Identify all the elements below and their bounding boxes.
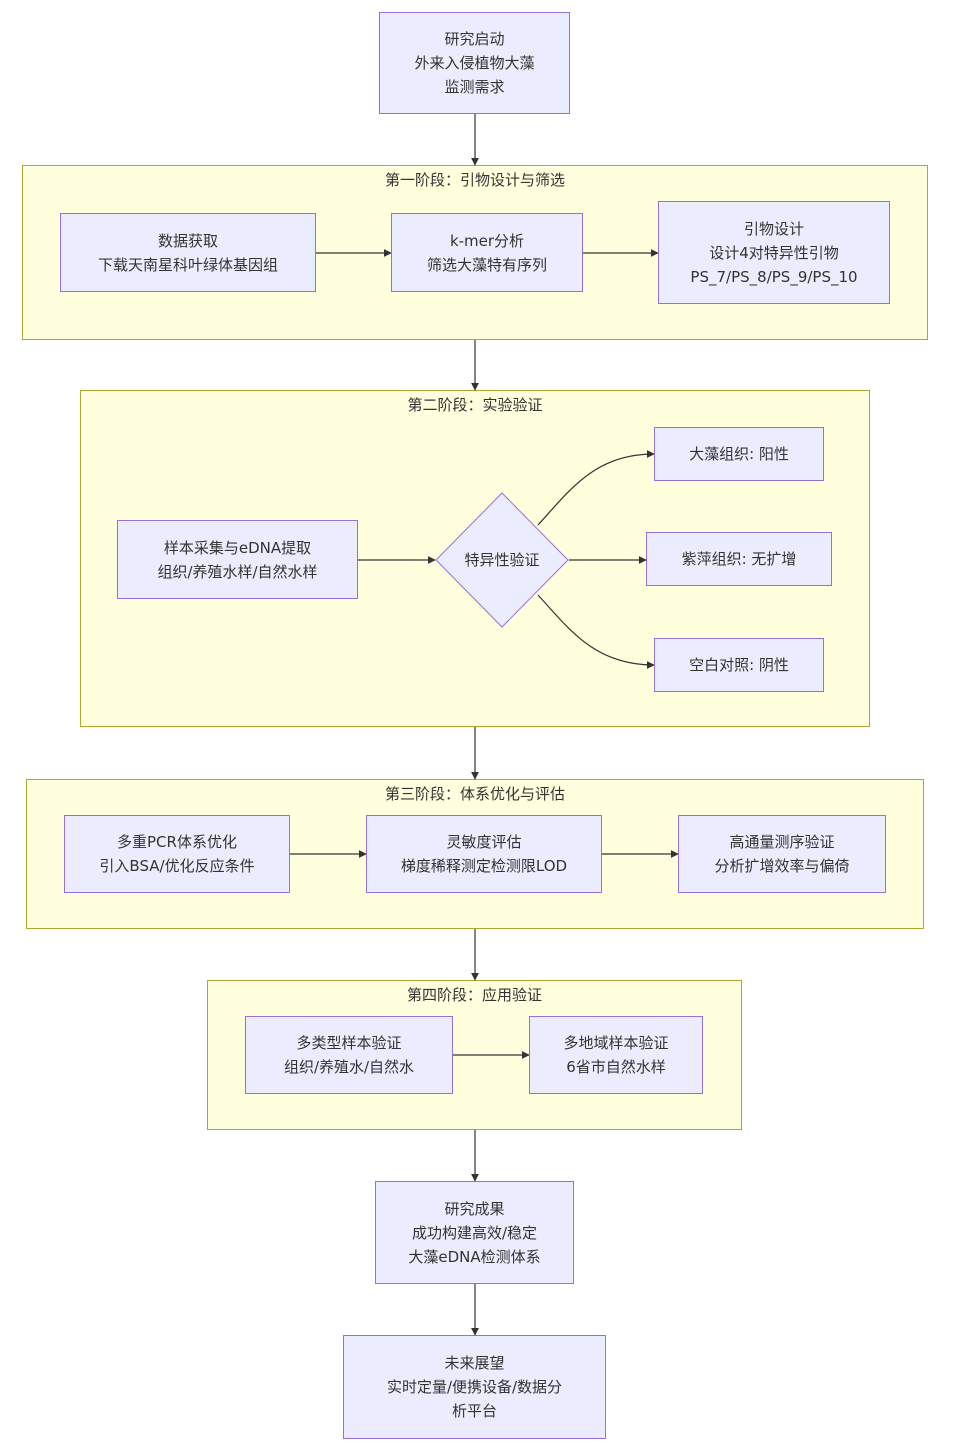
result-dazao-node: 大藻组织: 阳性 — [654, 427, 824, 481]
primer-design-line-3: PS_7/PS_8/PS_9/PS_10 — [690, 267, 858, 286]
phase1-title: 第一阶段：引物设计与筛选 — [384, 171, 565, 189]
sample-collection-line-2: 组织/养殖水样/自然水样 — [157, 562, 318, 581]
sample-collection-line-1: 样本采集与eDNA提取 — [163, 538, 312, 557]
phase2-title: 第二阶段：实验验证 — [407, 396, 543, 414]
sensitivity-node: 灵敏度评估 梯度稀释测定检测限LOD — [366, 815, 602, 893]
primer-design-node: 引物设计 设计4对特异性引物 PS_7/PS_8/PS_9/PS_10 — [658, 201, 890, 304]
start-node: 研究启动 外来入侵植物大藻 监测需求 — [379, 12, 570, 114]
sensitivity-line-2: 梯度稀释测定检测限LOD — [400, 857, 568, 875]
start-line-3: 监测需求 — [444, 78, 505, 96]
ngs-validation-line-2: 分析扩增效率与偏倚 — [714, 857, 850, 875]
phase4-title: 第四阶段：应用验证 — [406, 986, 542, 1004]
outcome-line-1: 研究成果 — [444, 1199, 505, 1218]
multiplex-pcr-line-2: 引入BSA/优化反应条件 — [99, 857, 255, 875]
multi-type-node: 多类型样本验证 组织/养殖水/自然水 — [245, 1016, 453, 1094]
result-ziping-line-1: 紫萍组织: 无扩增 — [681, 550, 797, 568]
ngs-validation-line-1: 高通量测序验证 — [729, 833, 835, 851]
kmer-analysis-node: k-mer分析 筛选大藻特有序列 — [391, 213, 583, 292]
result-blank-node: 空白对照: 阴性 — [654, 638, 824, 692]
outcome-node: 研究成果 成功构建高效/稳定 大藻eDNA检测体系 — [375, 1181, 574, 1284]
phase3-title: 第三阶段：体系优化与评估 — [384, 785, 565, 803]
specificity-check-decision: 特异性验证 — [435, 492, 569, 628]
result-dazao-line-1: 大藻组织: 阳性 — [689, 445, 789, 463]
sample-collection-node: 样本采集与eDNA提取 组织/养殖水样/自然水样 — [117, 520, 358, 599]
specificity-check-label: 特异性验证 — [464, 551, 540, 569]
multiplex-pcr-node: 多重PCR体系优化 引入BSA/优化反应条件 — [64, 815, 290, 893]
decision-diamond-shape — [435, 492, 569, 628]
multi-region-node: 多地域样本验证 6省市自然水样 — [529, 1016, 703, 1094]
outcome-line-2: 成功构建高效/稳定 — [411, 1223, 538, 1242]
data-acquisition-node: 数据获取 下载天南星科叶绿体基因组 — [60, 213, 316, 292]
kmer-analysis-line-2: 筛选大藻特有序列 — [426, 255, 547, 274]
ngs-validation-node: 高通量测序验证 分析扩增效率与偏倚 — [678, 815, 886, 893]
data-acquisition-line-2: 下载天南星科叶绿体基因组 — [97, 255, 278, 274]
start-line-1: 研究启动 — [444, 30, 505, 48]
outcome-line-3: 大藻eDNA检测体系 — [408, 1247, 541, 1266]
result-blank-line-1: 空白对照: 阴性 — [689, 656, 789, 674]
start-line-2: 外来入侵植物大藻 — [414, 54, 535, 72]
multi-type-line-2: 组织/养殖水/自然水 — [283, 1058, 415, 1076]
data-acquisition-line-1: 数据获取 — [157, 231, 218, 250]
outlook-node: 未来展望 实时定量/便携设备/数据分 析平台 — [343, 1335, 606, 1439]
result-ziping-node: 紫萍组织: 无扩增 — [646, 532, 832, 586]
primer-design-line-1: 引物设计 — [743, 219, 804, 238]
multi-region-line-1: 多地域样本验证 — [563, 1034, 669, 1052]
outlook-line-1: 未来展望 — [444, 1354, 505, 1372]
multi-type-line-1: 多类型样本验证 — [296, 1034, 402, 1052]
multi-region-line-2: 6省市自然水样 — [566, 1058, 666, 1076]
sensitivity-line-1: 灵敏度评估 — [446, 833, 522, 851]
outlook-line-3: 析平台 — [451, 1402, 497, 1420]
multiplex-pcr-line-1: 多重PCR体系优化 — [117, 833, 237, 851]
primer-design-line-2: 设计4对特异性引物 — [709, 243, 839, 262]
outlook-line-2: 实时定量/便携设备/数据分 — [386, 1378, 563, 1396]
kmer-analysis-line-1: k-mer分析 — [449, 231, 525, 250]
